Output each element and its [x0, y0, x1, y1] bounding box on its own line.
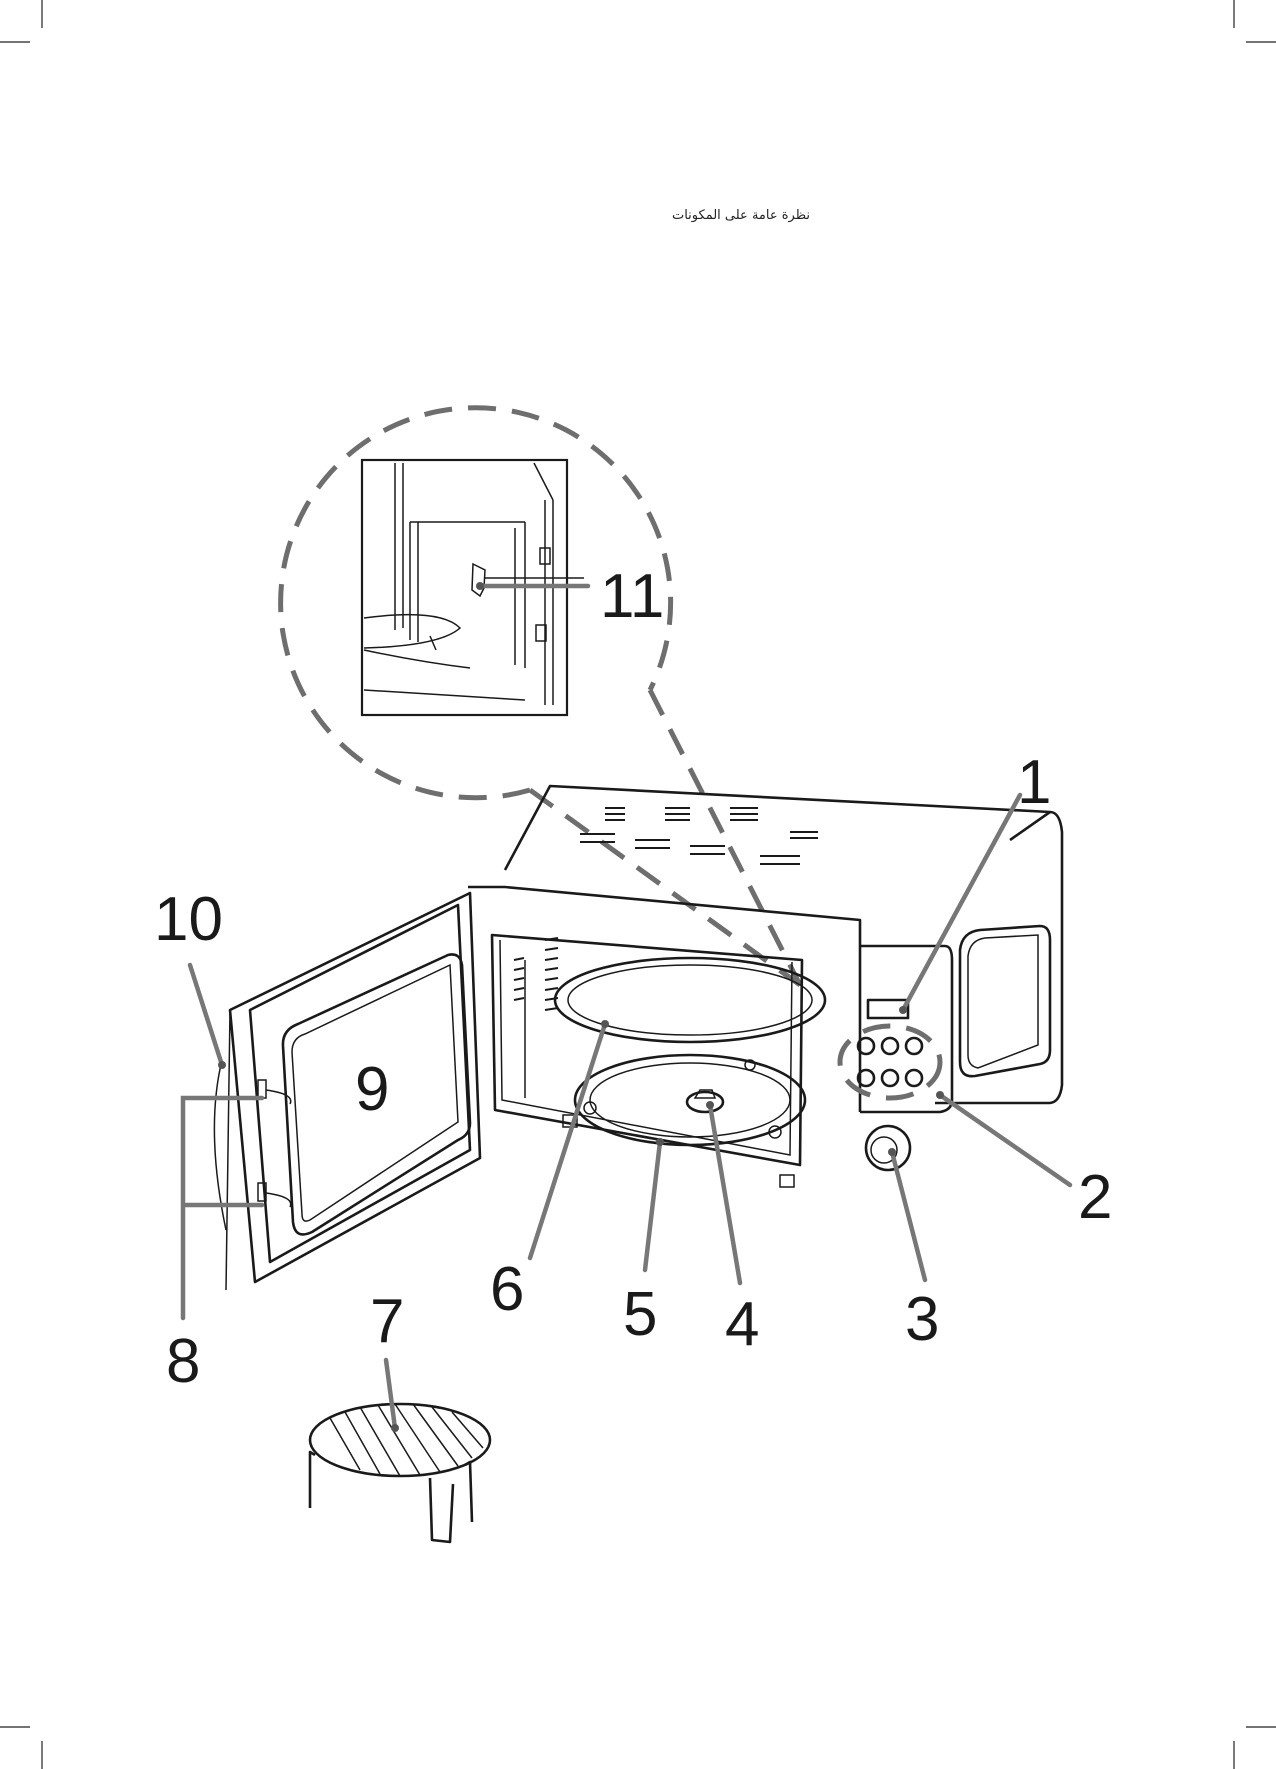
- callout-1: 1: [1017, 748, 1051, 817]
- door-latch-hook: [258, 1080, 266, 1098]
- microwave-body: [468, 786, 1062, 1187]
- callout-7: 7: [370, 1287, 404, 1356]
- callout-8: 8: [166, 1327, 200, 1396]
- turntable-coupler: [687, 1090, 723, 1112]
- control-button: [906, 1038, 922, 1054]
- control-button: [882, 1070, 898, 1086]
- callout-2: 2: [1078, 1163, 1112, 1232]
- control-knob: [866, 1126, 910, 1170]
- callout-6: 6: [490, 1255, 524, 1324]
- callout-3: 3: [905, 1285, 939, 1354]
- callout-4: 4: [725, 1290, 759, 1359]
- side-vents: [514, 938, 558, 1010]
- top-vents: [580, 808, 818, 864]
- control-panel: [840, 1000, 940, 1170]
- wire-rack: [310, 1404, 490, 1542]
- callout-5: 5: [623, 1280, 657, 1349]
- callout-11: 11: [600, 562, 664, 631]
- glass-turntable: [555, 958, 825, 1042]
- microwave-door: [214, 893, 480, 1290]
- callout-10: 10: [154, 885, 223, 954]
- control-button: [906, 1070, 922, 1086]
- roller-ring: [575, 1055, 805, 1145]
- callout-9: 9: [355, 1055, 389, 1124]
- control-button: [882, 1038, 898, 1054]
